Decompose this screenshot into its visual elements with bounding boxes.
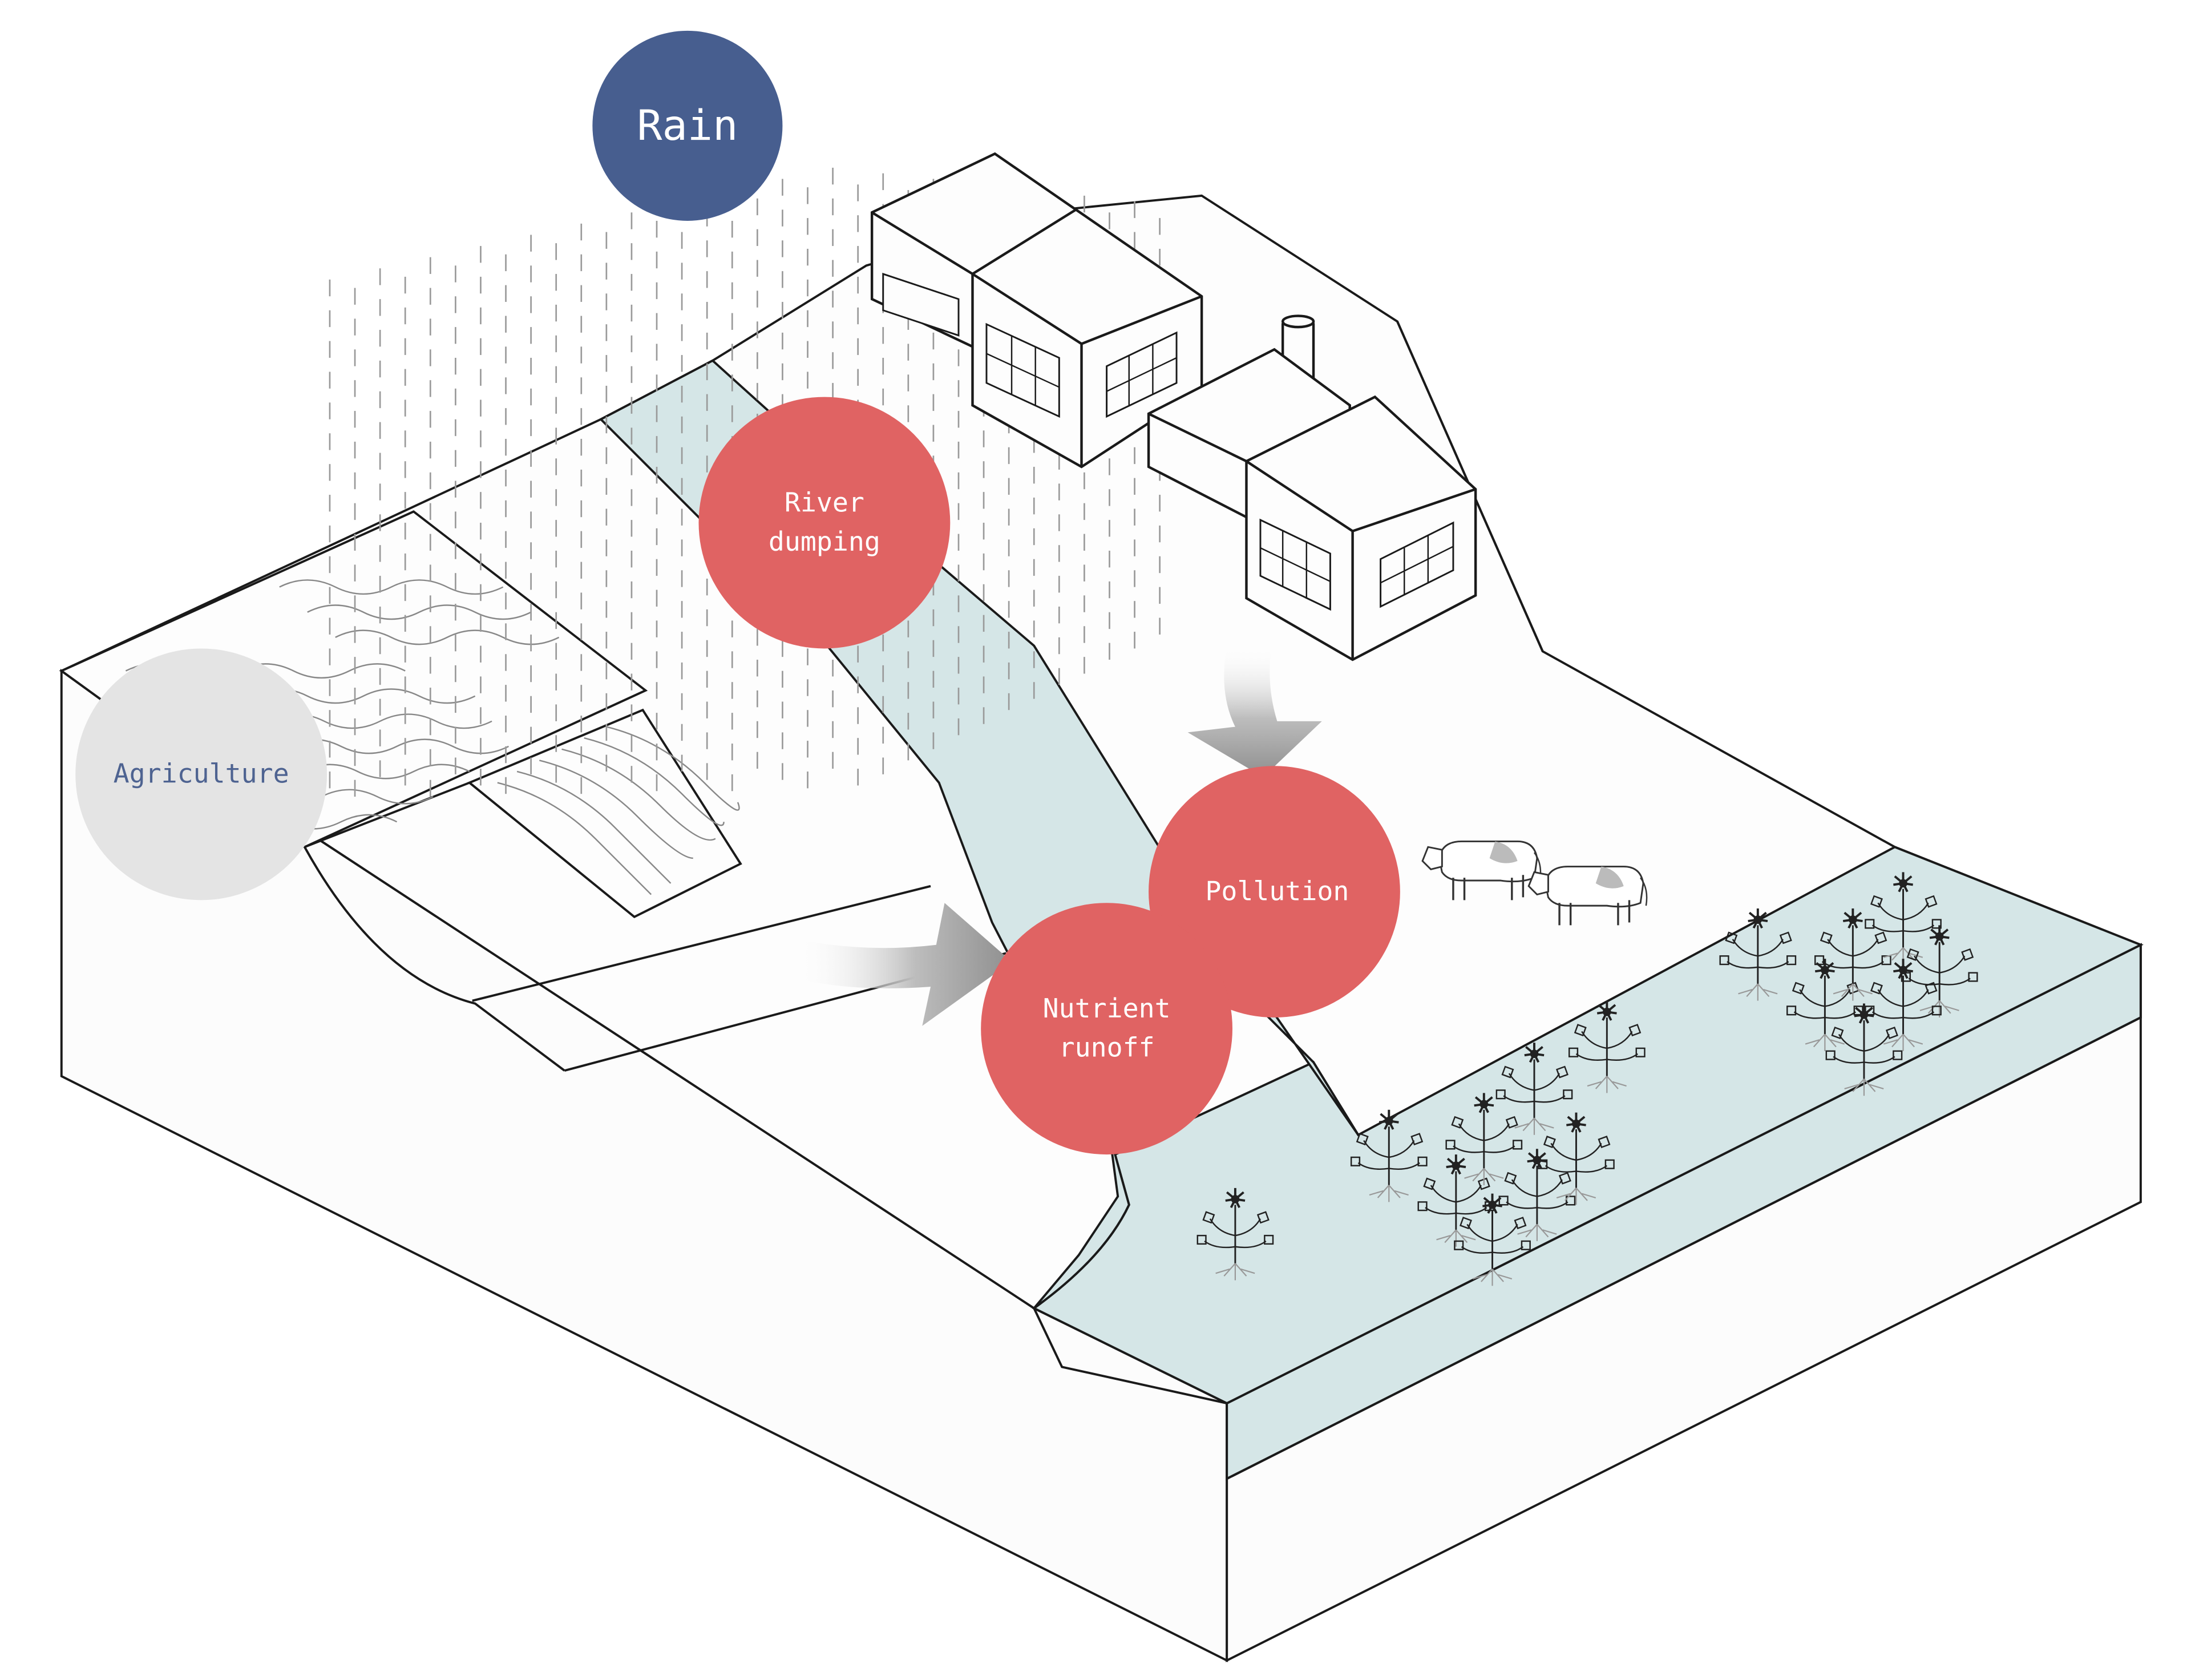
rain-badge: Rain: [592, 30, 783, 221]
flow-arrow-agriculture: [796, 903, 1012, 1026]
rain-label: Rain: [637, 102, 738, 150]
flow-arrow-factory: [1187, 645, 1322, 777]
factory-building-lower: [1147, 314, 1477, 661]
pollution-badge: Pollution: [1149, 766, 1400, 1018]
svg-text:dumping: dumping: [769, 526, 880, 557]
factory-building-upper: [870, 152, 1203, 469]
nutrient-runoff-badge: Nutrient runoff: [981, 903, 1232, 1155]
agriculture-badge: Agriculture: [75, 648, 328, 900]
svg-text:Pollution: Pollution: [1205, 875, 1349, 906]
river-dumping-badge: River dumping: [698, 397, 951, 649]
svg-text:runoff: runoff: [1059, 1032, 1155, 1063]
svg-text:River: River: [785, 487, 864, 518]
agriculture-field-lower: [467, 708, 742, 919]
svg-text:Nutrient: Nutrient: [1043, 993, 1171, 1024]
svg-text:Agriculture: Agriculture: [114, 758, 289, 789]
